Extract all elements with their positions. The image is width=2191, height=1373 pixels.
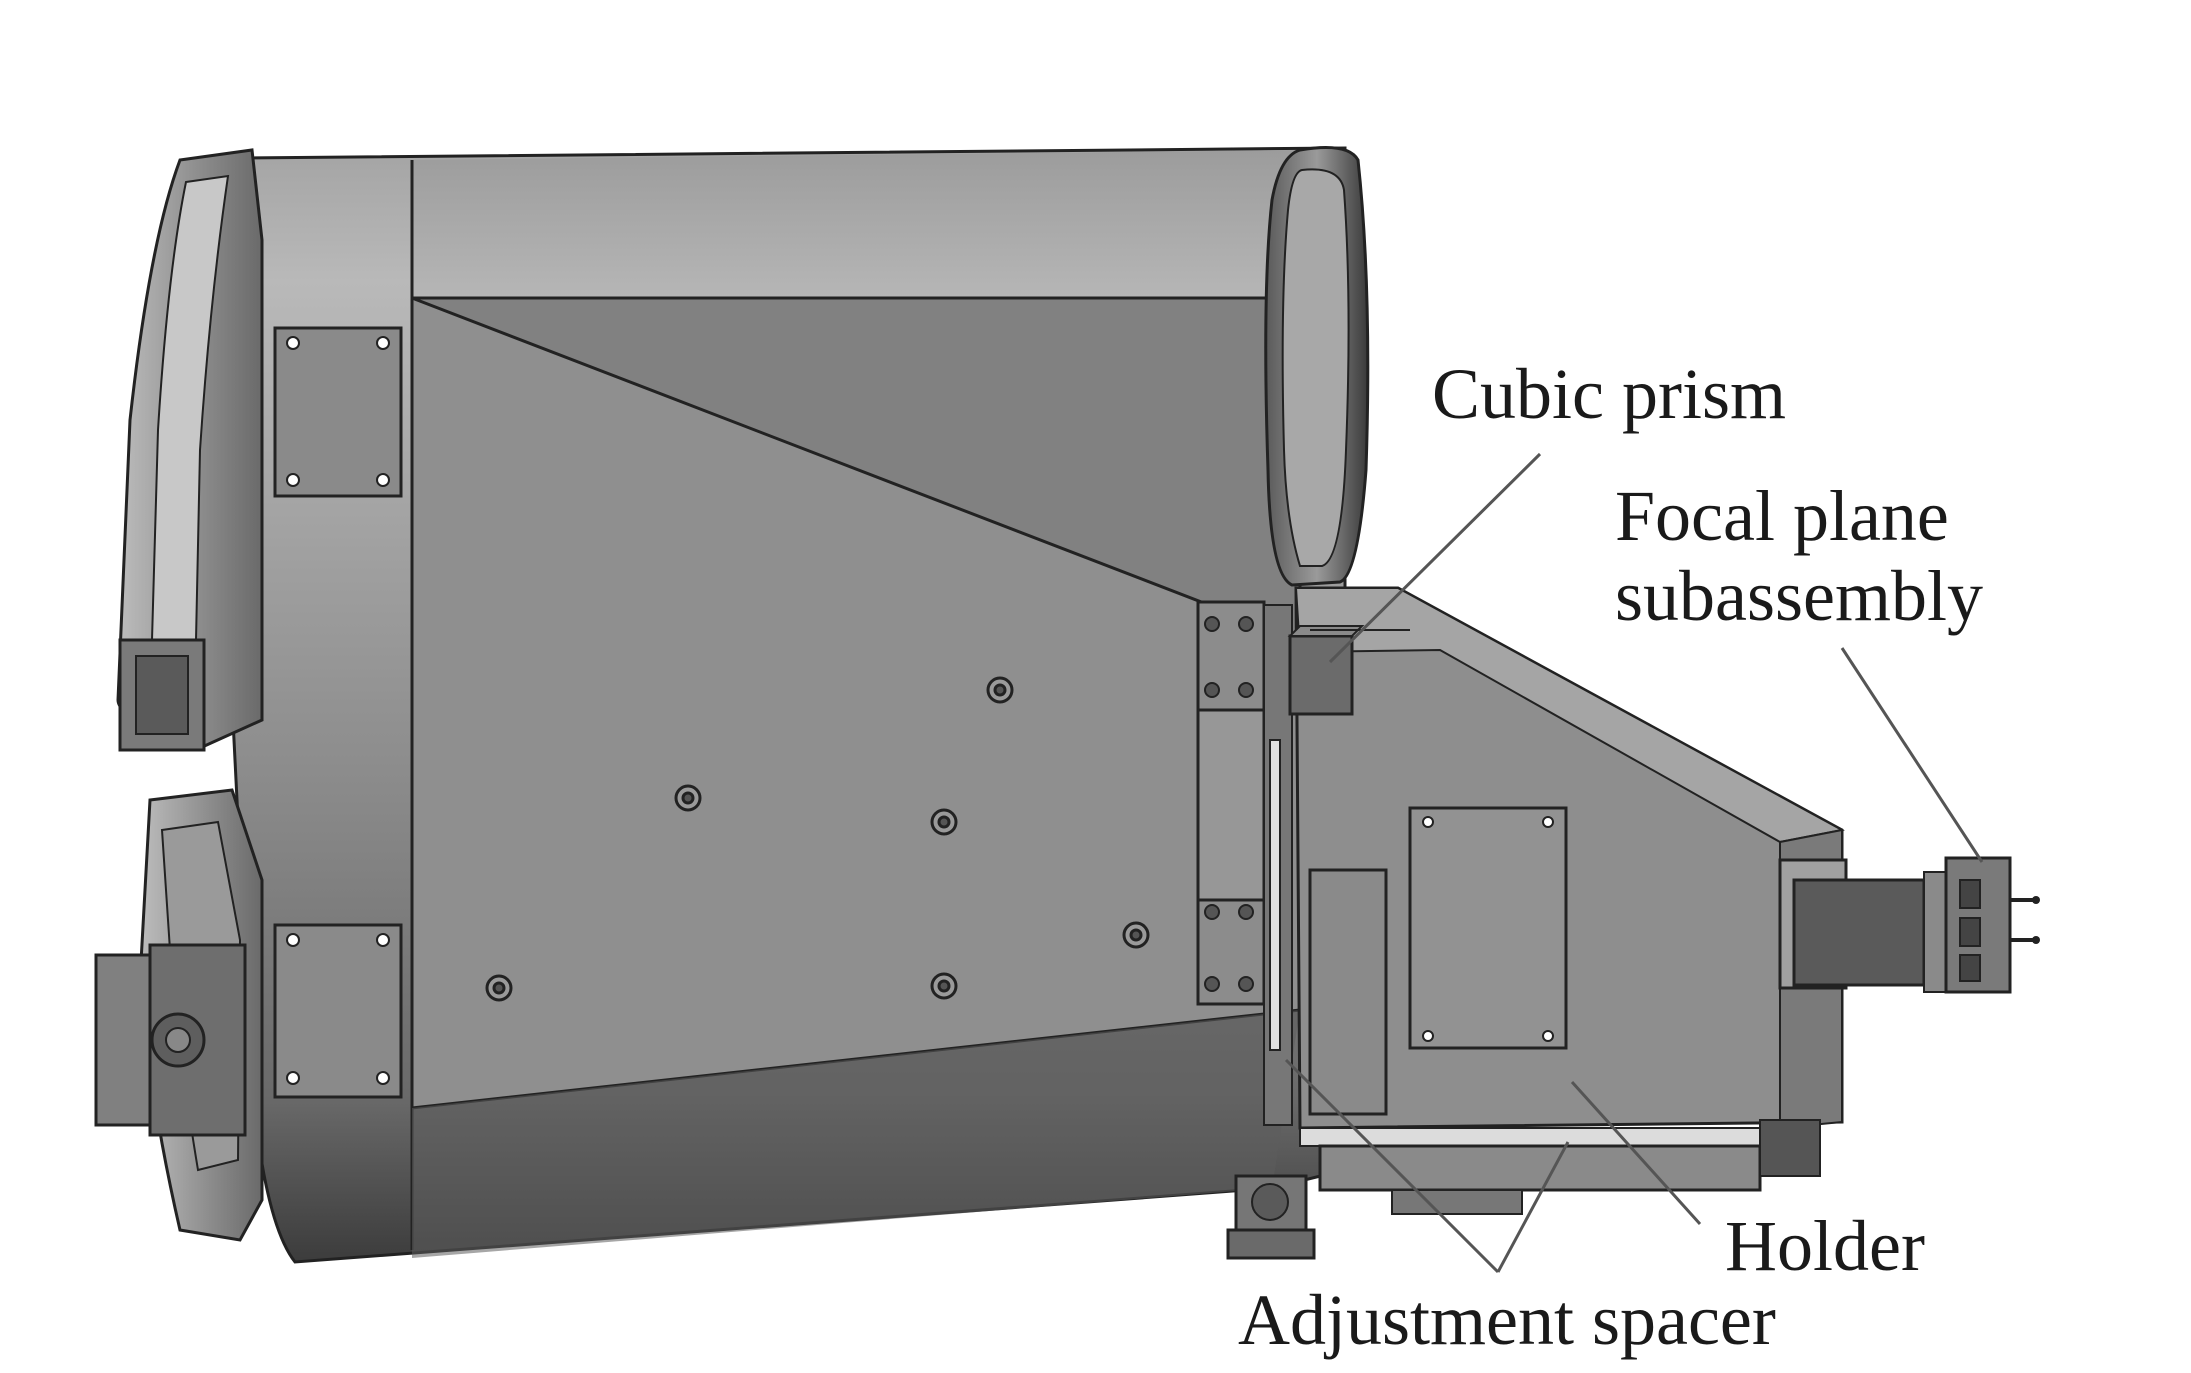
lower-mount-plate [273,923,403,1099]
label-adjustment-spacer: Adjustment spacer [1238,1280,1776,1360]
label-focal-plane-line2: subassembly [1615,556,1983,636]
label-holder: Holder [1725,1206,1925,1286]
label-focal-plane-line1: Focal plane [1615,476,1949,556]
leader-spacer-a [1284,1058,1500,1274]
holder-window [1308,868,1388,1116]
mounting-plates [273,326,403,1099]
leader-cubic-prism [1328,452,1542,664]
leader-focal-plane [1840,647,1984,863]
leader-holder [1570,1080,1702,1226]
holder-housing [1287,586,1845,1130]
focal-plane-subassembly [1778,856,2040,994]
label-cubic-prism: Cubic prism [1432,354,1786,434]
leader-spacer-b [1496,1141,1570,1273]
barrel-top-band [412,150,1300,298]
leader-lines [1284,452,1984,1274]
rear-ring [1264,146,1370,587]
barrel-bottom-band [412,1010,1300,1258]
panel-bolts [485,676,1150,1002]
holder-cover-plate [1408,806,1568,1050]
upper-mount-plate [273,326,403,498]
mount-bracket [94,943,247,1137]
